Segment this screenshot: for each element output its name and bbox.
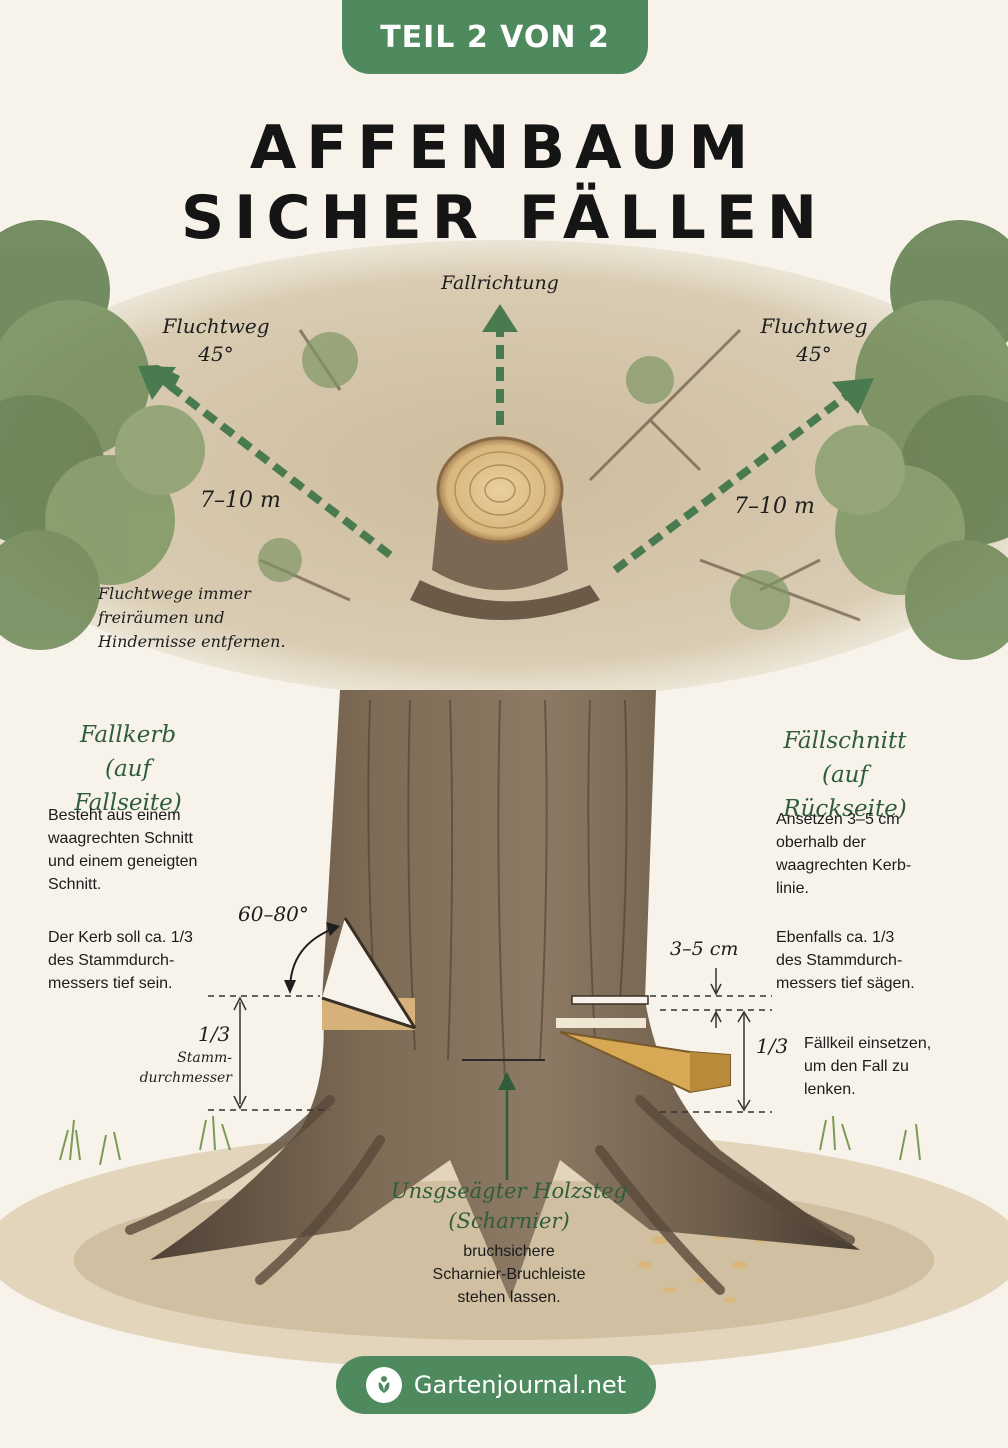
fallkerb-text-line: messers tief sein. [48,975,173,992]
depth-caption-line: Stamm- [177,1050,232,1066]
faellschnitt-text-1: Ansetzen 3–5 cm oberhalb der waagrechten… [776,808,976,900]
faellschnitt-text-line: messers tief sägen. [776,975,915,992]
hinge-title: Unsgseägter Holzsteg [390,1179,627,1203]
faellschnitt-heading: Fällschnitt (auf Rückseite) [760,724,930,826]
foliage-right [815,220,1008,660]
hinge-text: bruchsichere Scharnier-Bruchleiste stehe… [394,1240,624,1309]
wedge-text-line: Fällkeil einsetzen, [804,1035,932,1052]
escape-note-line: freiräumen und [98,608,225,627]
notch-depth-label: 1/3 [198,1022,231,1046]
fallkerb-text-line: waagrechten Schnitt [48,830,193,847]
depth-caption-line: durchmesser [139,1070,232,1086]
backcut-depth-label: 1/3 [756,1034,789,1058]
hinge-text-line: stehen lassen. [457,1289,561,1306]
fallkerb-text-line: Besteht aus einem [48,807,181,824]
fall-direction-label: Fallrichtung [441,272,559,294]
faellschnitt-text-line: Ansetzen 3–5 cm [776,811,900,828]
escape-left-distance: 7–10 m [200,488,281,513]
arrow-fall-direction [482,304,518,425]
escape-right-title: Fluchtweg [760,314,868,338]
foliage-left [0,220,205,650]
escape-left-angle: 45° [198,342,234,366]
fallkerb-title: Fallkerb [79,722,177,748]
back-cut [556,995,649,1028]
faellschnitt-text-2: Ebenfalls ca. 1/3 des Stammdurch- messer… [776,926,976,995]
title-line-1: AFFENBAUM [249,113,759,183]
brand-footer[interactable]: Gartenjournal.net [336,1356,656,1414]
part-badge: TEIL 2 VON 2 [342,0,648,74]
leaf-logo-icon [365,1367,402,1403]
escape-right-label: Fluchtweg 45° [754,312,874,368]
wedge-text-line: um den Fall zu [804,1058,909,1075]
wedge-text: Fällkeil einsetzen, um den Fall zu lenke… [804,1032,994,1101]
faellschnitt-text-line: Ebenfalls ca. 1/3 [776,929,895,946]
fallkerb-text-line: und einem geneigten [48,853,198,870]
escape-right-distance: 7–10 m [734,494,815,519]
escape-left-label: Fluchtweg 45° [156,312,276,368]
notch-depth-caption: Stamm- durchmesser [136,1048,232,1088]
hinge-text-line: Scharnier-Bruchleiste [432,1266,586,1283]
angle-arc [284,922,340,994]
hinge-heading: Unsgseägter Holzsteg (Scharnier) [364,1176,654,1236]
faellschnitt-text-line: waagrechten Kerb- [776,857,912,874]
escape-note: Fluchtwege immer freiräumen und Hinderni… [98,582,286,654]
tree-trunk [125,690,860,1300]
backcut-offset-label: 3–5 cm [670,938,739,960]
faellschnitt-text-line: linie. [776,880,809,897]
shrubs [258,332,790,630]
escape-right-angle: 45° [796,342,832,366]
hinge-text-line: bruchsichere [463,1243,555,1260]
fallkerb-text-line: Schnitt. [48,876,102,893]
escape-left-title: Fluchtweg [162,314,270,338]
hinge-subtitle: (Scharnier) [448,1209,570,1233]
felling-wedge [559,1031,731,1094]
faellschnitt-title: Fällschnitt [783,728,907,754]
fallkerb-text-1: Besteht aus einem waagrechten Schnitt un… [48,804,248,896]
dimension-right [650,968,772,1113]
escape-note-line: Fluchtwege immer [98,584,251,603]
notch-angle-label: 60–80° [238,902,309,926]
faellschnitt-text-line: oberhalb der [776,834,866,851]
arrow-escape-left [138,365,393,559]
title-line-2: SICHER FÄLLEN [180,183,828,253]
tree-stump [410,436,600,620]
brand-name: Gartenjournal.net [413,1371,627,1399]
faellschnitt-text-line: des Stammdurch- [776,952,903,969]
felling-notch [321,917,417,1030]
escape-note-line: Hindernisse entfernen. [98,632,286,651]
faellschnitt-subtitle: (auf Rückseite) [783,762,907,822]
fallkerb-text-2: Der Kerb soll ca. 1/3 des Stammdurch- me… [48,926,248,995]
fallkerb-text-line: des Stammdurch- [48,952,175,969]
fallkerb-text-line: Der Kerb soll ca. 1/3 [48,929,193,946]
wedge-text-line: lenken. [804,1081,856,1098]
dimension-left [208,995,330,1111]
grass [59,1115,921,1166]
arrow-escape-right [612,378,874,574]
fallkerb-heading: Fallkerb (auf Fallseite) [48,718,208,820]
fallkerb-subtitle: (auf Fallseite) [74,756,182,816]
